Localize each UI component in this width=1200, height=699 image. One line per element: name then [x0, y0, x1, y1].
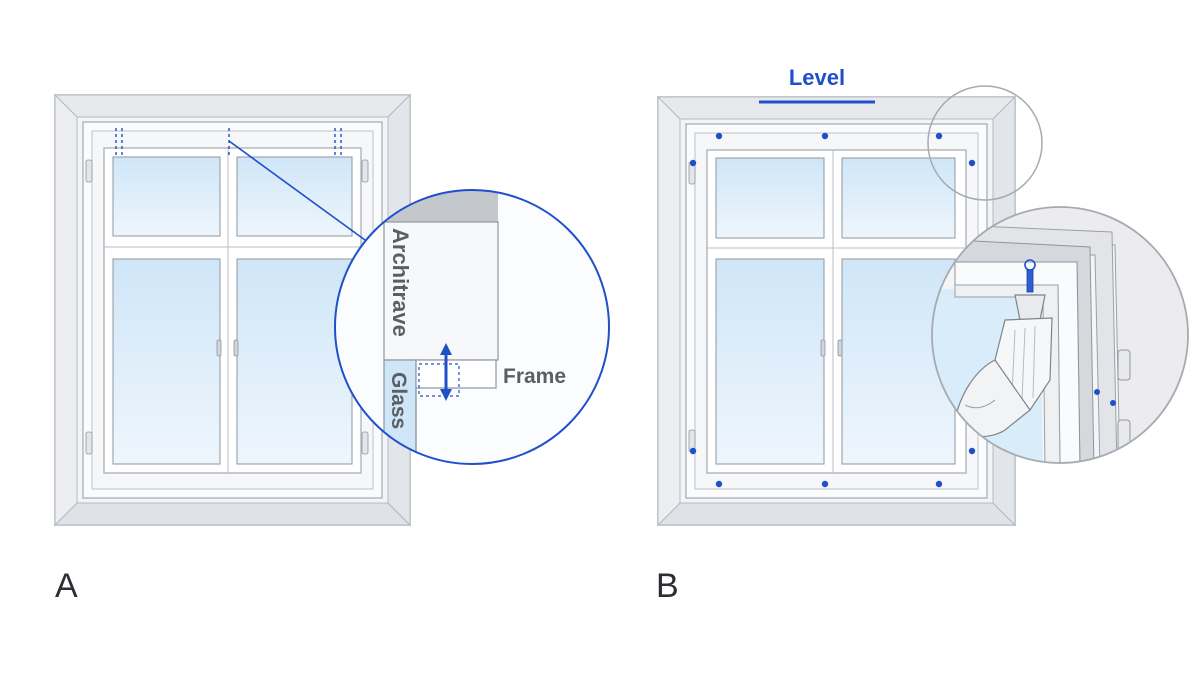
pane-b-bottom-left [715, 258, 825, 465]
hinge-a-4 [361, 431, 369, 455]
leader-line-a [228, 140, 366, 241]
pane-a-top-left [112, 156, 221, 237]
label-glass: Glass [387, 372, 410, 429]
hinge-a-2 [85, 431, 93, 455]
pane-a-bottom-right [236, 258, 353, 465]
handle-b-right [837, 339, 843, 357]
detail-circle-a-outline [334, 189, 610, 465]
detail-frame [415, 359, 497, 389]
panel-letter-b: B [656, 567, 679, 605]
pane-a-top-right [236, 156, 353, 237]
gap-markers-a [115, 128, 342, 156]
label-frame: Frame [503, 365, 566, 388]
hinge-a-3 [361, 159, 369, 183]
handle-b-left [820, 339, 826, 357]
handle-a-left [216, 339, 222, 357]
fixing-points-b [689, 132, 976, 488]
pane-a-bottom-left [112, 258, 221, 465]
handle-a-right [233, 339, 239, 357]
pane-b-top-right [841, 157, 956, 239]
detail-circle-b [931, 206, 1189, 464]
label-architrave: Architrave [388, 228, 413, 337]
window-b: Level [656, 65, 1043, 527]
label-level: Level [789, 65, 845, 90]
hinge-a-1 [85, 159, 93, 183]
detail-gap-box [418, 363, 460, 397]
detail-circle-b-outline [931, 206, 1189, 464]
drill-icon [954, 294, 1053, 438]
panel-letter-a: A [55, 567, 78, 605]
pane-b-top-left [715, 157, 825, 239]
corner-callout-circle [927, 85, 1043, 201]
